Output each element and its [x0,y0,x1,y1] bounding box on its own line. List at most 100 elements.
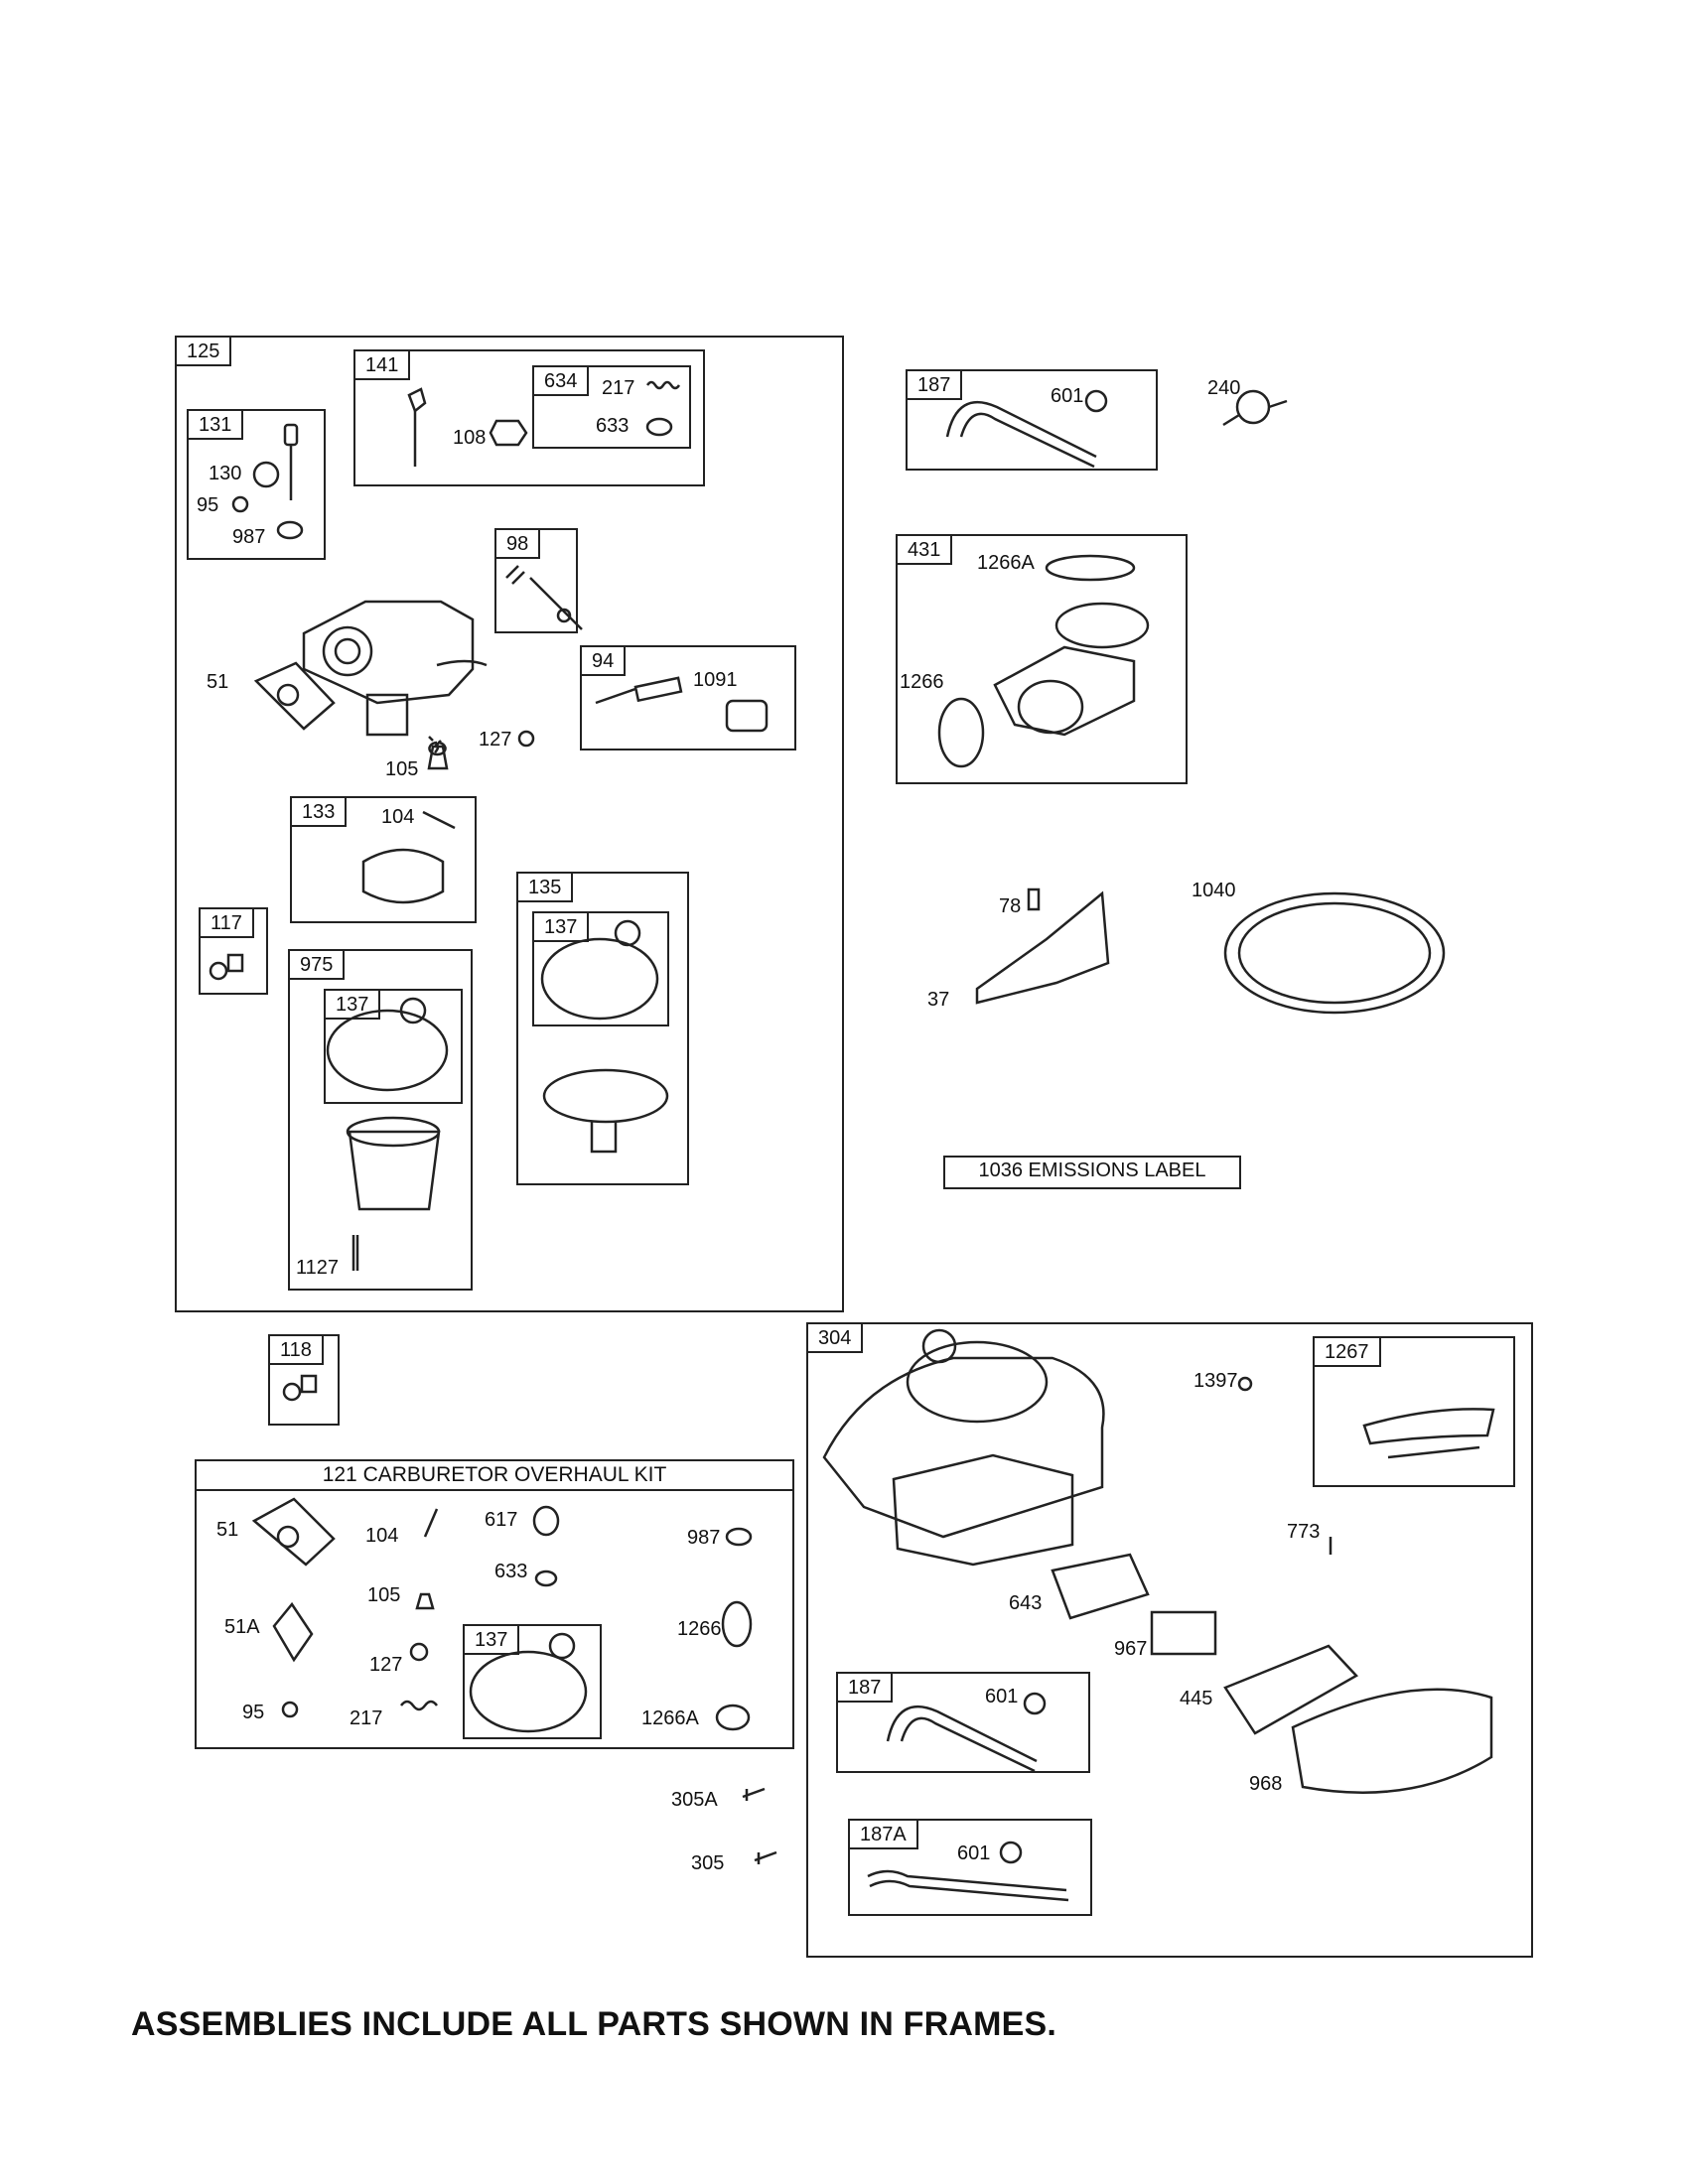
kit-label-987: 987 [687,1527,721,1549]
part-label-240: 240 [1207,377,1241,399]
kit-label-51A: 51A [224,1616,260,1638]
float-bowl-plate-icon [542,1068,669,1154]
part-label-1091: 1091 [693,669,738,691]
air-cleaner-base-icon [1051,1553,1150,1620]
part-label-130: 130 [209,463,242,484]
frame-tag-187-top: 187 [906,369,963,400]
frame-tag-431: 431 [896,534,953,565]
frame-141: 141 [353,349,705,486]
kit-parts-icon [251,1497,753,1733]
fuel-filter-icon [1222,389,1288,427]
part-label-1040: 1040 [1192,880,1236,901]
intake-elbow-icon [937,554,1150,768]
frame-tag-141: 141 [353,349,411,380]
part-label-217: 217 [602,377,635,399]
frame-tag-634: 634 [532,365,590,396]
part-label-445: 445 [1180,1688,1213,1709]
part-label-987: 987 [232,526,266,548]
frame-187-in-304: 187 [836,1672,1090,1773]
frame-tag-137-in-135: 137 [532,911,590,942]
part-label-305: 305 [691,1852,725,1874]
frame-tag-187A: 187A [848,1819,918,1849]
ring-1040-icon [1223,891,1446,1015]
kit-label-95: 95 [242,1702,265,1723]
valve-seat-118-icon [282,1374,318,1402]
frame-137-in-135: 137 [532,911,669,1026]
throttle-shaft-icon [407,387,528,467]
oring-127-icon [517,730,535,748]
kit-label-1266: 1266 [677,1618,722,1640]
part-label-1266: 1266 [900,671,944,693]
spring-kit-icon [645,380,681,437]
carburetor-icon [253,600,488,756]
frame-tag-131: 131 [187,409,244,440]
emissions-label-box: 1036 EMISSIONS LABEL [943,1156,1241,1189]
part-label-1127: 1127 [296,1257,340,1279]
frame-tag-135: 135 [516,872,574,902]
air-cleaner-label-icon [1150,1610,1217,1656]
frame-tag-118: 118 [268,1334,324,1365]
footer-note: ASSEMBLIES INCLUDE ALL PARTS SHOWN IN FR… [131,2005,1057,2043]
valve-seat-117-icon [209,953,244,981]
part-label-643: 643 [1009,1592,1043,1614]
kit-label-1266A: 1266A [641,1707,699,1729]
fuel-solenoid-icon [595,676,769,733]
air-baffle-icon [975,887,1110,1005]
grommet-1397-icon [1237,1376,1253,1392]
part-label-1397: 1397 [1193,1370,1238,1392]
frame-tag-133: 133 [290,796,348,827]
part-label-601-in-187: 601 [985,1686,1019,1707]
frame-125: 125 [175,336,844,1312]
kit-label-51: 51 [216,1519,239,1541]
breather-tube-304-icon [886,1692,1047,1773]
frame-1267: 1267 [1313,1336,1515,1487]
screws-305-icon [742,1787,777,1864]
frame-94: 94 [580,645,796,751]
part-label-51: 51 [207,671,229,693]
air-cleaner-cover-icon [1291,1688,1493,1794]
frame-tag-98: 98 [494,528,541,559]
latch-1267-icon [1362,1408,1495,1459]
frame-133: 133 [290,796,477,923]
frame-tag-1267: 1267 [1313,1336,1381,1367]
blower-housing-icon [822,1328,1105,1567]
frame-187A: 187A [848,1819,1092,1916]
part-label-601-in-187A: 601 [957,1843,991,1864]
frame-135: 135 [516,872,689,1185]
air-filter-icon [1223,1644,1358,1735]
float-bowl-icon [346,1116,441,1271]
frame-117: 117 [199,907,268,995]
frame-634: 634 [532,365,691,449]
frame-131: 131 [187,409,326,560]
frame-118: 118 [268,1334,340,1426]
frame-431: 431 [896,534,1188,784]
float-icon [361,810,456,904]
kit-label-104: 104 [365,1525,399,1547]
needle-screw-icon [505,565,583,630]
gasket-135-icon [540,919,659,1021]
frame-tag-125: 125 [175,336,232,366]
part-label-37: 37 [927,989,950,1011]
kit-label-105: 105 [367,1584,401,1606]
frame-tag-187-in-304: 187 [836,1672,894,1703]
part-label-773: 773 [1287,1521,1321,1543]
part-label-601-top: 601 [1051,385,1084,407]
part-label-633: 633 [596,415,630,437]
part-label-1266A: 1266A [977,552,1035,574]
frame-tag-94: 94 [580,645,627,676]
frame-tag-117: 117 [199,907,254,938]
kit-label-217: 217 [350,1707,383,1729]
part-label-967: 967 [1114,1638,1148,1660]
part-label-105: 105 [385,758,419,780]
frame-98: 98 [494,528,578,633]
part-label-305A: 305A [671,1789,718,1811]
frame-975: 975 [288,949,473,1291]
kit-title: 121 CARBURETOR OVERHAUL KIT [197,1461,792,1491]
frame-tag-304: 304 [806,1322,864,1353]
part-label-78: 78 [999,895,1022,917]
frame-137-in-kit: 137 [463,1624,602,1739]
part-label-108: 108 [453,427,487,449]
kit-label-633: 633 [494,1561,528,1582]
frame-tag-137-in-kit: 137 [463,1624,520,1655]
